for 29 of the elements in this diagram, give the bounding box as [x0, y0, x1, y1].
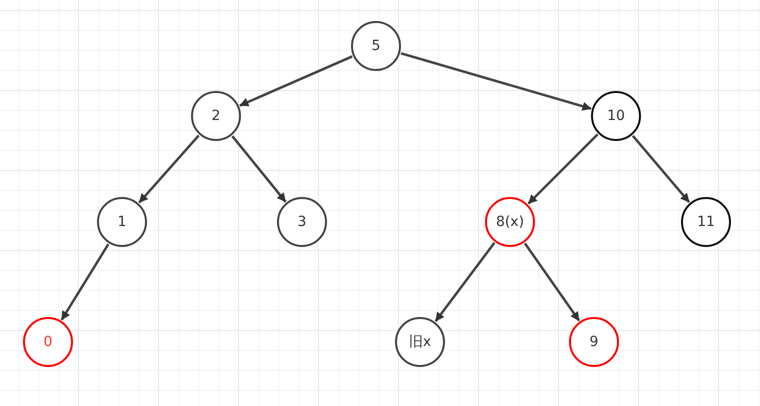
node-label: 8(x)	[496, 214, 524, 230]
node-label: 1	[118, 214, 126, 230]
tree-node-circle	[569, 317, 619, 367]
node-label: 2	[212, 108, 220, 124]
node-label: 旧x	[408, 333, 432, 351]
arrow	[434, 242, 496, 322]
node-label: 0	[44, 334, 52, 350]
arrow	[400, 52, 592, 111]
tree-node-circle	[485, 197, 535, 247]
tree-node-circle	[277, 197, 327, 247]
arrow	[60, 243, 110, 321]
arrow	[632, 135, 690, 203]
tree-node-circle	[351, 21, 401, 71]
tree-node-circle	[97, 197, 147, 247]
arrow	[239, 55, 353, 107]
node-label: 5	[372, 38, 380, 54]
arrow	[528, 134, 598, 204]
node-label: 11	[697, 214, 715, 230]
tree-node-circle	[591, 91, 641, 141]
tree-node-circle	[681, 197, 731, 247]
arrow	[138, 134, 200, 204]
tree-node-circle	[395, 317, 445, 367]
arrow	[524, 242, 580, 322]
node-label: 9	[590, 334, 598, 350]
node-label: 3	[298, 214, 306, 230]
arrow	[231, 135, 287, 203]
tree-node-circle	[191, 91, 241, 141]
tree-node-circle	[23, 317, 73, 367]
node-label: 10	[607, 108, 625, 124]
